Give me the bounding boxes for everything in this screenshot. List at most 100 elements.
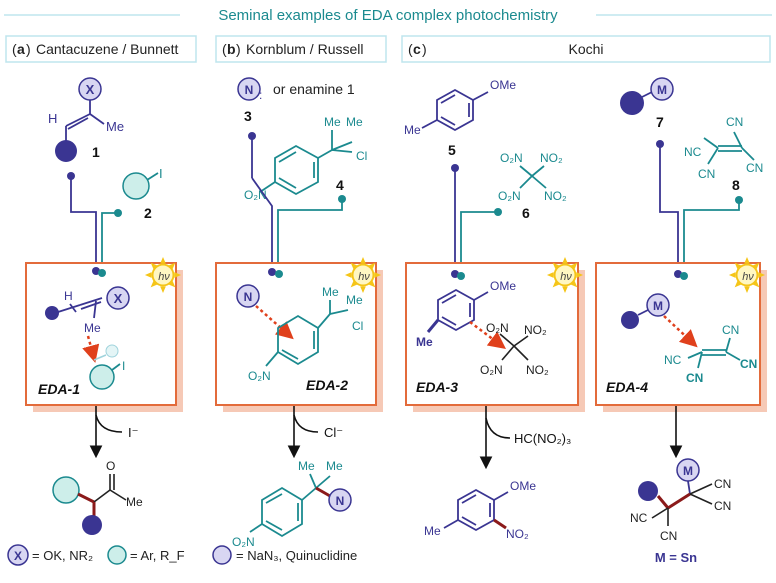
figure-title: Seminal examples of EDA complex photoche… <box>218 7 558 24</box>
compound-5-label: 5 <box>448 142 456 158</box>
compound-8-label: 8 <box>732 177 740 193</box>
no2-label-6a: NO₂ <box>540 151 563 165</box>
hv-label-d: hν <box>742 271 754 283</box>
eda-4-label: EDA-4 <box>606 379 648 395</box>
panel-a: X Me H 1 I 2 hν H X Me <box>7 77 185 566</box>
panel-a-title: Cantacuzene / Bunnett <box>36 41 179 57</box>
methyl-label-product-b2: Me <box>326 459 343 473</box>
hydrogen-label-1: H <box>48 111 57 126</box>
eda-3-label: EDA-3 <box>416 379 458 395</box>
panel-a-letter: a <box>17 41 25 57</box>
methyl-label-b1: Me <box>324 115 341 129</box>
svg-text:(: ( <box>408 41 413 57</box>
panel-c-header <box>401 35 771 63</box>
methyl-label-eda3: Me <box>416 335 433 349</box>
nc-label-product: NC <box>630 511 648 525</box>
panel-a-open-paren: ( <box>12 41 17 57</box>
legend-x-symbol: X <box>14 549 22 563</box>
methyl-label-eda2b: Me <box>346 293 363 307</box>
m-label-eda4: M <box>653 299 663 313</box>
legend-x-text: = OK, NR₂ <box>32 548 93 563</box>
compound-7-label: 7 <box>656 114 664 130</box>
methyl-label-product-b1: Me <box>298 459 315 473</box>
methyl-label-eda1: Me <box>84 321 101 335</box>
panel-c-title: Kochi <box>568 41 603 57</box>
methyl-label-product-c: Me <box>424 524 441 538</box>
ome-label-5: OMe <box>490 78 516 92</box>
panel-c-letter: c <box>413 41 421 57</box>
cn-label-8a: CN <box>726 115 743 129</box>
byproduct-c: HC(NO₂)₃ <box>514 431 571 446</box>
compound-1-label: 1 <box>92 144 100 160</box>
no2-label-product-c: NO₂ <box>506 527 529 541</box>
panel-b-header <box>215 35 387 63</box>
ome-label-product-c: OMe <box>510 479 536 493</box>
chloro-label-eda2: Cl <box>352 319 363 333</box>
panel-b-title: Kornblum / Russell <box>246 41 364 57</box>
o2n-label-product-b: O₂N <box>232 535 255 549</box>
aryl-ball-2 <box>122 172 150 200</box>
nc-label-8a: NC <box>684 145 702 159</box>
hv-label-b: hν <box>358 271 370 283</box>
compound-3-label: 3 <box>244 108 252 124</box>
svg-text:): ) <box>422 41 427 57</box>
legend-m-text: M = Sn <box>655 550 697 565</box>
iodide-label-eda1: I <box>122 359 125 373</box>
or-enamine-text: or enamine 1 <box>273 81 355 97</box>
m-label-7: M <box>657 83 667 97</box>
byproduct-b: Cl⁻ <box>324 425 343 440</box>
eda-4-box <box>595 262 761 406</box>
ome-label-eda3: OMe <box>490 279 516 293</box>
compound-2-label: 2 <box>144 205 152 221</box>
nucleophile-ball-1 <box>55 140 77 162</box>
compound-6-label: 6 <box>522 205 530 221</box>
panel-b-letter: b <box>227 41 236 57</box>
cn-label-8b: CN <box>746 161 763 175</box>
cn-label-eda4a: CN <box>722 323 739 337</box>
cn-label-product-b: CN <box>714 499 731 513</box>
hv-label-c: hν <box>560 271 572 283</box>
svg-text:): ) <box>236 41 241 57</box>
methyl-label-5: Me <box>404 123 421 137</box>
cn-label-product-c: CN <box>660 529 677 543</box>
o2n-label-6b: O₂N <box>498 189 521 203</box>
panel-a-close-paren: ) <box>26 41 31 57</box>
cn-label-eda4c: CN <box>686 371 703 385</box>
panel-c-left: OMe Me 5 O₂N NO₂ O₂N NO₂ 6 hν OMe Me <box>404 78 585 541</box>
nc-label-eda4: NC <box>664 353 682 367</box>
o2n-label-eda2: O₂N <box>248 369 271 383</box>
n-label-b: N <box>245 83 254 97</box>
cn-label-8c: CN <box>698 167 715 181</box>
panel-a-header <box>5 35 197 63</box>
hydrogen-label-eda1: H <box>64 289 73 303</box>
panel-b: N : or enamine 1 3 O₂N Me Me Cl 4 hν N <box>212 77 383 565</box>
n-label-eda2: N <box>244 290 253 304</box>
methyl-label-eda2a: Me <box>322 285 339 299</box>
no2-label-6b: NO₂ <box>544 189 567 203</box>
eda-1-label: EDA-1 <box>38 381 80 397</box>
legend-n-text: = NaN₃, Quinuclidine <box>236 548 357 563</box>
methyl-label-b2: Me <box>346 115 363 129</box>
hv-label-a: hν <box>158 271 170 283</box>
methyl-label-product-a: Me <box>126 495 143 509</box>
iodide-label-2: I <box>159 166 163 181</box>
n-label-product-b: N <box>336 494 345 508</box>
methyl-label-1: Me <box>106 119 124 134</box>
no2-label-eda3a: NO₂ <box>524 323 547 337</box>
panel-c-right: M 7 NC CN CN CN 8 hν M NC CN <box>595 77 767 565</box>
compound-4-label: 4 <box>336 177 344 193</box>
chloro-label-b: Cl <box>356 149 367 163</box>
byproduct-a: I⁻ <box>128 425 138 440</box>
legend-ar-text: = Ar, R_F <box>130 548 185 563</box>
o2n-label-eda3b: O₂N <box>480 363 503 377</box>
x-label-eda1: X <box>114 291 123 306</box>
oxygen-label-a: O <box>106 459 115 473</box>
eda-2-label: EDA-2 <box>306 377 348 393</box>
x-label: X <box>86 82 95 97</box>
no2-label-eda3b: NO₂ <box>526 363 549 377</box>
svg-text:(: ( <box>222 41 227 57</box>
cn-label-eda4b: CN <box>740 357 757 371</box>
cn-label-product-a: CN <box>714 477 731 491</box>
